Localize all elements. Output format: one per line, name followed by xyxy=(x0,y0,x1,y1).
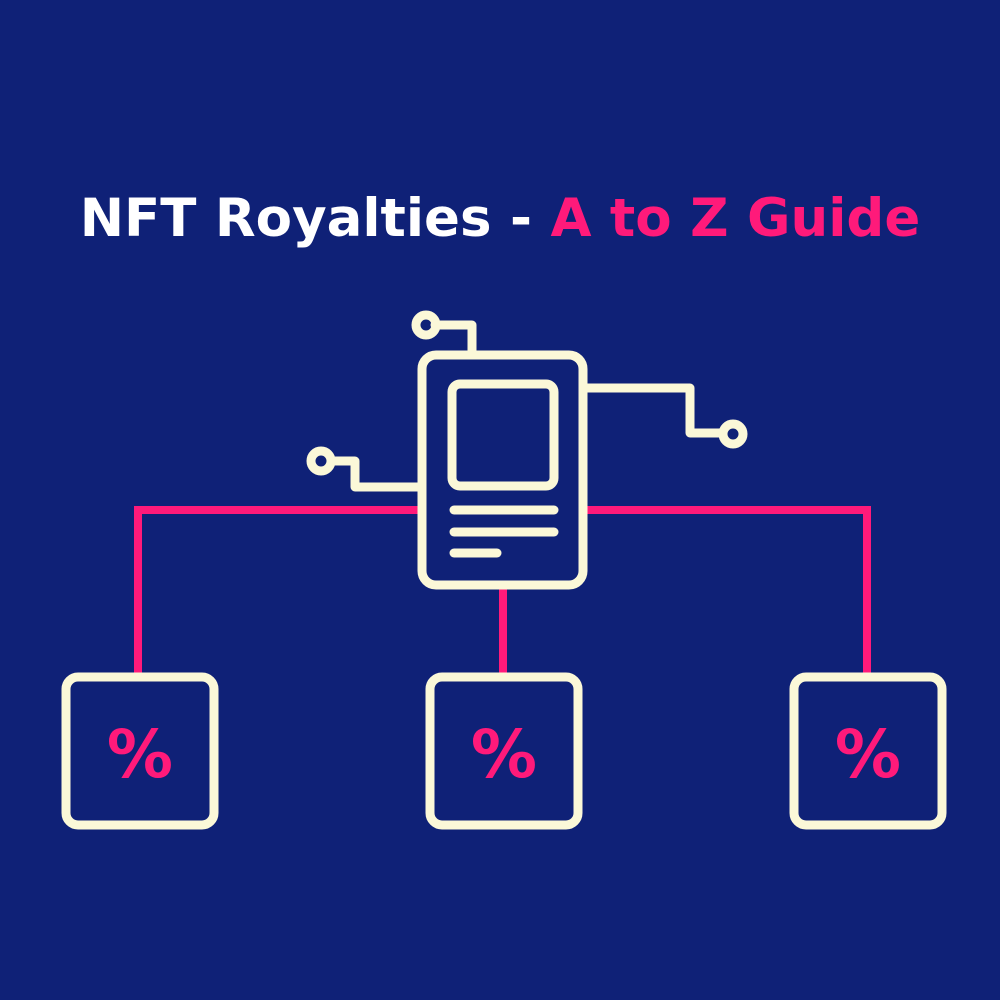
circuit-node-icon xyxy=(306,446,336,476)
royalty-box-right xyxy=(789,672,947,830)
circuit-left xyxy=(326,456,427,492)
connector-left xyxy=(134,506,422,677)
device-body xyxy=(417,350,588,590)
royalty-box-center xyxy=(425,672,583,830)
connector-right xyxy=(583,506,871,677)
royalty-box-left xyxy=(61,672,219,830)
title-accent: A to Z Guide xyxy=(550,188,921,249)
percent-icon: % xyxy=(471,716,537,793)
percent-icon: % xyxy=(107,716,173,793)
royalty-boxes xyxy=(61,672,947,830)
circuit-node-icon xyxy=(411,310,441,340)
circuit-top xyxy=(430,320,477,360)
nft-device-icon xyxy=(306,310,748,590)
circuit-node-icon xyxy=(718,419,748,449)
circuit-right xyxy=(578,383,727,438)
title-main: NFT Royalties - xyxy=(79,188,551,249)
pink-connectors xyxy=(134,506,871,677)
percent-icon: % xyxy=(835,716,901,793)
page-title: NFT Royalties - A to Z Guide xyxy=(0,188,1000,249)
device-screen xyxy=(447,379,559,491)
